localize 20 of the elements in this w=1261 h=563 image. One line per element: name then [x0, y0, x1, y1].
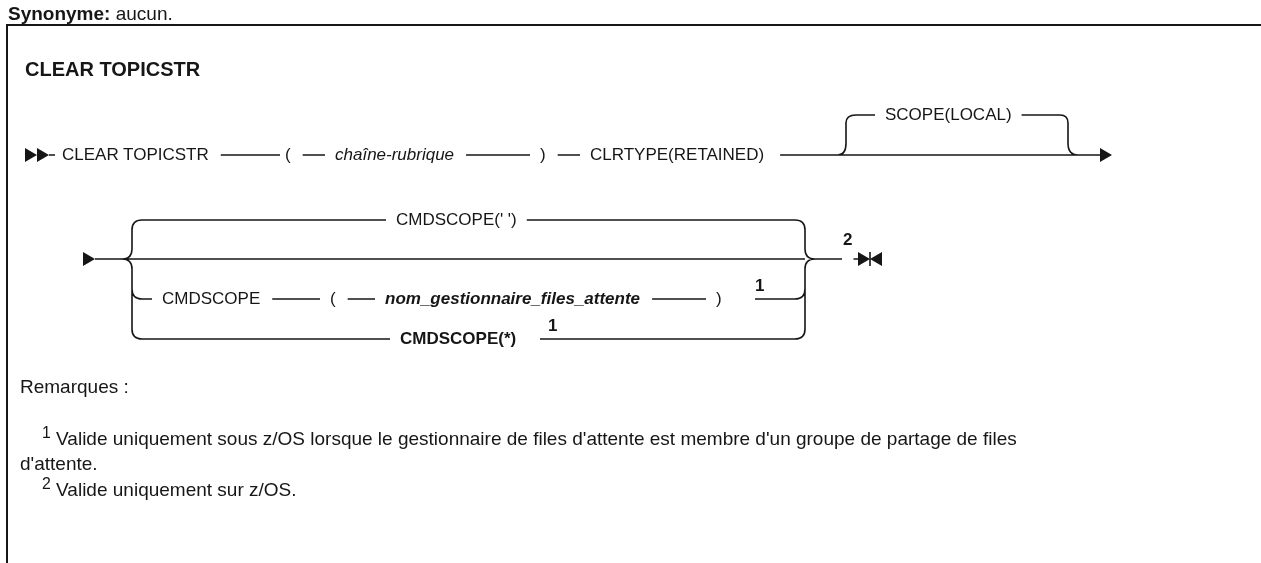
footnote-text: $^{1}$ Valide uniquement sous z/OS lorsque le gestionnaire de files d'attente est membre d'un groupe de partage de files d'attente.: [20, 423, 1018, 477]
syntax-keyword: CMDSCOPE(*): [400, 329, 517, 349]
footnote-number: 2: [843, 230, 853, 250]
syntax-delimiter: ): [716, 289, 722, 309]
syntax-keyword: SCOPE(LOCAL): [885, 105, 1012, 125]
synonym-text: Synonyme: aucun.: [8, 4, 173, 24]
syntax-keyword: CMDSCOPE: [162, 289, 261, 309]
footnote-number: 1: [548, 316, 558, 336]
syntax-delimiter: ): [540, 145, 546, 165]
syntax-variable: nom_gestionnaire_files_attente: [385, 289, 641, 309]
syntax-keyword: CLEAR TOPICSTR: [62, 145, 209, 165]
syntax-delimiter: (: [330, 289, 336, 309]
syntax-variable: chaîne-rubrique: [335, 145, 455, 165]
footnote-number: 1: [755, 276, 765, 296]
syntax-keyword: CMDSCOPE(' '): [396, 210, 517, 230]
syntax-delimiter: (: [285, 145, 291, 165]
notes-heading: Remarques :: [20, 377, 129, 397]
syntax-keyword: CLRTYPE(RETAINED): [590, 145, 765, 165]
footnote-text: $^{2}$ Valide uniquement sur z/OS.: [41, 474, 298, 503]
diagram-title: CLEAR TOPICSTR: [25, 59, 201, 79]
